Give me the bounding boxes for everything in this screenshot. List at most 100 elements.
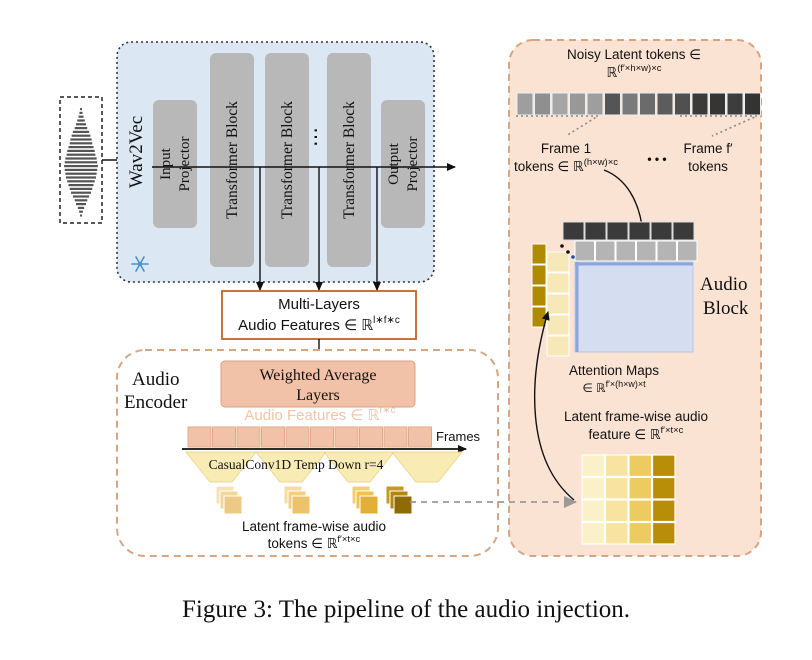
frame1-line1: Frame 1: [541, 141, 591, 156]
encoder-latent-line1: Latent frame-wise audio: [242, 519, 386, 534]
waveform-bar: [77, 206, 85, 209]
waveform-bar: [66, 176, 96, 179]
weighted-average-box: [220, 360, 416, 408]
transformer-ellipsis: ⋯: [305, 127, 327, 147]
latent-feature-cell: [651, 476, 676, 500]
noisy-latent-token: [551, 92, 569, 116]
svg-text:Projector: Projector: [177, 137, 193, 192]
waveform-bar: [74, 127, 88, 130]
frame1-sup: (h×w)×c: [584, 157, 619, 168]
conv-funnels: [184, 451, 464, 483]
noisy-latent-token: [674, 92, 691, 116]
audio-features-label: Audio Features ∈ ℝ: [244, 407, 379, 424]
block-latent-line2: feature ∈ ℝ: [589, 427, 661, 442]
latent-feature-cell: [581, 454, 606, 478]
grid-to-key-arrow: [533, 311, 575, 501]
transformer-block-1-label: Transformer Block: [224, 101, 241, 219]
audio-block-panel: Noisy Latent tokens ∈ ℝ(f′×h×w)×c Frame …: [508, 39, 762, 557]
latent-feature-cell: [651, 521, 676, 545]
conv-funnel: [322, 451, 396, 483]
latent-feature-cell: [604, 454, 629, 478]
block-latent-sup: f′×t×c: [661, 425, 684, 436]
audio-feature-cell: [408, 426, 432, 448]
wav2vec-title: Wav2Vec: [126, 116, 147, 188]
multi-layers-line1: Multi-Layers: [278, 296, 360, 313]
audio-feature-cell: [359, 426, 383, 448]
frame1-line2: tokens ∈ ℝ: [514, 159, 584, 174]
waveform-bar: [74, 199, 88, 202]
waveform-bar: [71, 191, 91, 194]
noisy-latent-line2: ℝ: [607, 65, 618, 80]
waveform-bar: [67, 180, 95, 183]
weighted-average-line2: Layers: [296, 387, 340, 404]
multi-layers-box: Multi-Layers Audio Features ∈ ℝl∗f∗c: [221, 290, 417, 340]
noisy-latent-token: [604, 92, 621, 116]
output-projector-block: [381, 100, 425, 228]
waveform-bar: [69, 187, 93, 190]
query-token-gray: [615, 240, 636, 262]
audio-features-strip: [187, 426, 432, 448]
corner-dot: [571, 255, 575, 259]
multi-layers-line2: Audio Features ∈ ℝ: [238, 317, 373, 334]
waveform-bar: [72, 195, 90, 198]
transformer-block-3-label: Transformer Block: [341, 101, 358, 219]
query-token-gray: [636, 240, 657, 262]
audio-waveform: [59, 96, 103, 224]
transformer-block-2-label: Transformer Block: [279, 101, 296, 219]
svg-text:Input: Input: [158, 147, 174, 179]
waveform-bar: [79, 210, 83, 213]
waveform-bar: [77, 119, 85, 122]
key-token-dark: [672, 221, 695, 241]
latent-feature-cell: [604, 521, 629, 545]
weighted-average-line1: Weighted Average: [259, 367, 376, 384]
conv-funnel: [254, 451, 328, 483]
waveform-bar: [68, 146, 94, 149]
svg-text:Audio Features ∈ ℝf∗c: Audio Features ∈ ℝf∗c: [244, 405, 395, 424]
waveform-bar: [72, 130, 90, 133]
latent-feature-cell: [651, 499, 676, 523]
latent-token-card: [359, 495, 379, 515]
svg-text:Audio Features ∈ ℝl∗f∗c: Audio Features ∈ ℝl∗f∗c: [238, 315, 400, 334]
waveform-bar: [76, 203, 86, 206]
waveform-bar: [80, 108, 82, 111]
waveform-bar: [64, 165, 98, 168]
key-token-dark: [650, 221, 673, 241]
input-projector-label-2: Projector: [177, 137, 193, 192]
noisy-latent-token: [569, 92, 586, 116]
output-projector-label-2: Projector: [405, 137, 421, 192]
waveform-bar: [64, 168, 98, 171]
audio-block-title-1: Audio: [700, 274, 748, 295]
noisy-latent-sup: (f′×h×w)×c: [617, 63, 662, 74]
attention-maps-sup: f′×(h×w)×t: [606, 379, 646, 389]
audio-feature-cell: [334, 426, 359, 448]
output-projector-label-1: Output: [386, 142, 402, 185]
waveform-bar: [80, 214, 82, 217]
latent-feature-cell: [604, 476, 629, 500]
attention-structure: [531, 221, 698, 357]
noisy-latent-token-strip: [516, 92, 761, 116]
svg-text:Output: Output: [386, 142, 402, 185]
audio-token-light: [546, 293, 570, 315]
noisy-latent-token: [656, 92, 674, 116]
latent-token-card: [393, 495, 413, 515]
audio-encoder-title-1: Audio: [132, 369, 180, 390]
noisy-latent-token: [639, 92, 656, 116]
corner-dot: [566, 250, 570, 254]
conv-funnel: [390, 451, 464, 483]
conv-label: CasualConv1D Temp Down r=4: [209, 457, 384, 472]
encoder-latent-sup: f′×t×c: [337, 534, 360, 545]
audio-token-dark: [531, 306, 547, 328]
key-token-dark: [562, 221, 585, 241]
snowflake-icon: [131, 256, 149, 272]
corner-dot: [560, 244, 564, 248]
frame1-bracket: [516, 115, 601, 137]
waveform-bar: [66, 153, 96, 156]
noisy-latent-token: [744, 92, 761, 116]
frames-ellipsis: • • •: [647, 152, 666, 166]
latent-feature-cell: [628, 476, 653, 500]
noisy-latent-token: [516, 92, 534, 116]
noisy-latent-token: [726, 92, 744, 116]
audio-feature-cell: [212, 426, 236, 448]
block-latent-line1: Latent frame-wise audio: [564, 409, 708, 424]
